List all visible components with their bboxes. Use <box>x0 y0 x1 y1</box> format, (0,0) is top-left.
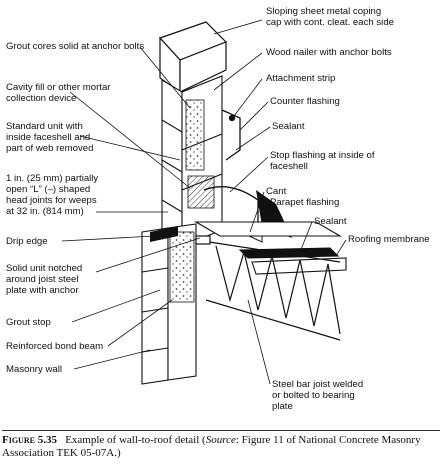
label-stop-flashing: Stop flashing at inside of faceshell <box>270 150 375 172</box>
label-coping: Sloping sheet metal coping cap with cont… <box>266 6 394 28</box>
caption-text-after: : Figure 11 of National Concrete Masonry… <box>2 434 421 459</box>
wall-to-roof-diagram <box>61 19 347 385</box>
label-steel-joist: Steel bar joist welded or bolted to bear… <box>272 379 364 412</box>
figure-number: Figure 5.35 <box>2 434 57 446</box>
label-counter-flashing: Counter flashing <box>270 96 340 107</box>
roof-deck <box>193 221 347 275</box>
leader-lines <box>61 19 347 385</box>
label-masonry-wall: Masonry wall <box>6 364 62 375</box>
steel-bar-joist <box>195 235 341 341</box>
label-weeps: 1 in. (25 mm) partially open “L” (–) sha… <box>6 173 99 217</box>
label-wood-nailer: Wood nailer with anchor bolts <box>266 47 392 58</box>
label-solid-unit: Solid unit notched around joist steel pl… <box>6 263 83 296</box>
label-cant: Cant <box>266 186 287 197</box>
label-cavity-fill: Cavity fill or other mortar collection d… <box>6 82 111 104</box>
caption-text-before: Example of wall-to-roof detail ( <box>65 434 206 446</box>
label-grout-cores: Grout cores solid at anchor bolts <box>6 41 145 52</box>
label-drip-edge: Drip edge <box>6 236 48 247</box>
label-sealant-upper: Sealant <box>272 121 305 132</box>
coping-cap <box>158 21 228 94</box>
label-roofing-membrane: Roofing membrane <box>348 234 430 245</box>
label-grout-stop: Grout stop <box>6 317 51 328</box>
caption-source-label: Source <box>205 434 236 446</box>
label-standard-unit: Standard unit with inside faceshell and … <box>6 121 94 154</box>
label-bond-beam: Reinforced bond beam <box>6 341 104 352</box>
grout-cores <box>185 99 205 171</box>
bond-beam-grout <box>169 231 195 303</box>
figure-caption: Figure 5.35 Example of wall-to-roof deta… <box>2 430 440 460</box>
label-parapet-flashing: Parapet flashing <box>270 197 340 208</box>
cavity-fill <box>187 175 215 209</box>
drip-edge <box>150 226 178 242</box>
label-attachment-strip: Attachment strip <box>266 73 336 84</box>
label-sealant-lower: Sealant <box>314 216 347 227</box>
